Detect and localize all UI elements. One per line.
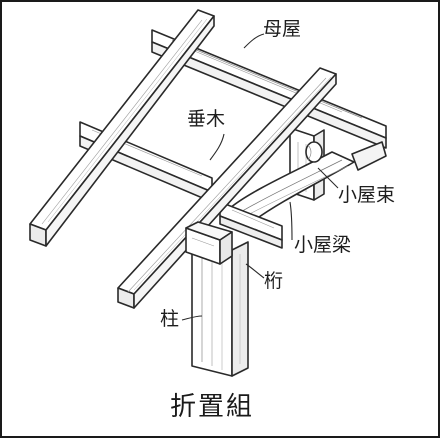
label-koyazuka: 小屋束 [338,184,396,206]
label-hashira: 柱 [160,308,180,330]
leader-taruki [209,133,225,161]
leader-hashira [181,315,203,321]
taruki-rafter-back [29,9,215,247]
leader-koyazuka [317,167,339,189]
koyabari-tie-beam [229,141,387,223]
leader-keta [245,263,265,279]
post-cap-block [185,221,233,265]
label-koyabari: 小屋梁 [294,234,352,256]
label-moya: 母屋 [263,18,302,40]
label-keta: 桁 [264,270,284,292]
diagram-caption: 折置組 [170,392,255,422]
leader-koyabari [289,201,293,241]
label-taruki: 垂木 [187,108,226,130]
taruki-rafter-front [117,67,337,309]
hashira-post [191,239,249,377]
leader-lines [181,33,339,321]
leader-moya [243,33,265,49]
